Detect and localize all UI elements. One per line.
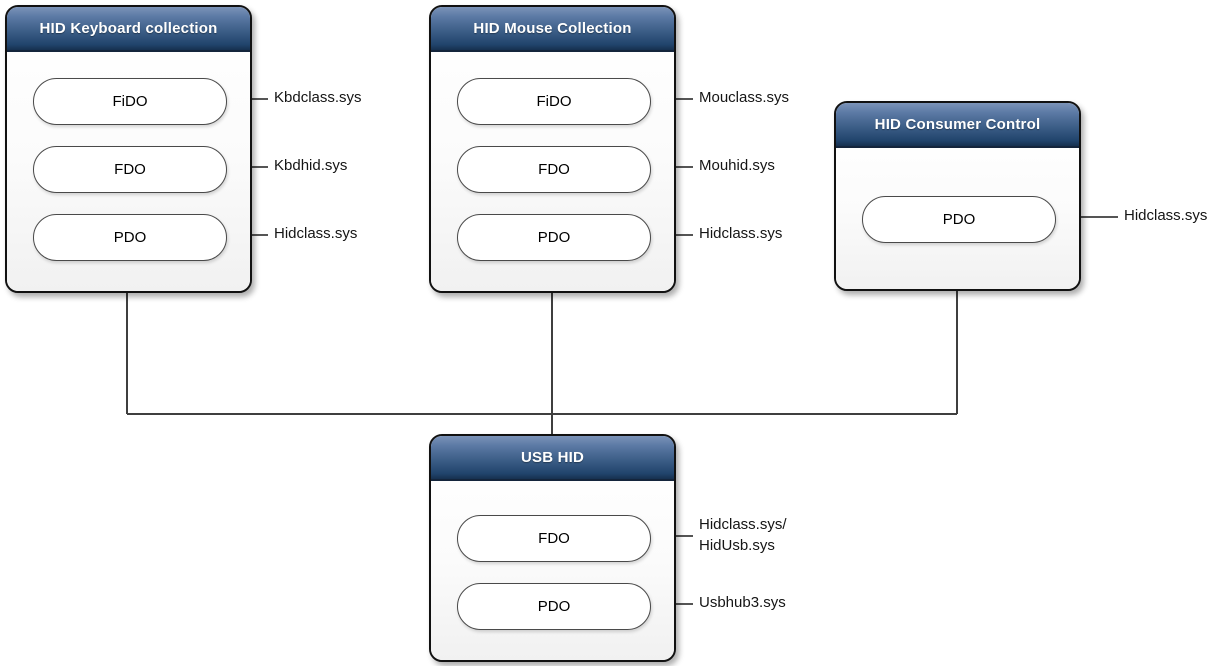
node-title-mouse: HID Mouse Collection [431,7,674,52]
node-title-keyboard: HID Keyboard collection [7,7,250,52]
pill-keyboard-fido[interactable]: FiDO [33,78,227,125]
pill-keyboard-pdo[interactable]: PDO [33,214,227,261]
node-title-usbhid: USB HID [431,436,674,481]
node-usb-hid[interactable]: USB HID FDO PDO [429,434,676,662]
driver-label-keyboard-pdo: Hidclass.sys [274,225,358,242]
pill-mouse-pdo[interactable]: PDO [457,214,651,261]
pill-consumer-pdo[interactable]: PDO [862,196,1056,243]
driver-label-usbhid-fdo: Hidclass.sys/ HidUsb.sys [699,516,787,554]
node-hid-mouse-collection[interactable]: HID Mouse Collection FiDO FDO PDO [429,5,676,293]
node-body-mouse: FiDO FDO PDO [431,52,674,291]
node-title-consumer: HID Consumer Control [836,103,1079,148]
pill-usbhid-fdo[interactable]: FDO [457,515,651,562]
node-body-usbhid: FDO PDO [431,481,674,660]
driver-label-mouse-pdo: Hidclass.sys [699,225,783,242]
driver-label-mouse-fdo: Mouhid.sys [699,157,775,174]
driver-label-consumer-pdo: Hidclass.sys [1124,207,1208,224]
node-hid-keyboard-collection[interactable]: HID Keyboard collection FiDO FDO PDO [5,5,252,293]
node-body-consumer: PDO [836,148,1079,289]
pill-mouse-fdo[interactable]: FDO [457,146,651,193]
pill-mouse-fido[interactable]: FiDO [457,78,651,125]
driver-label-usbhid-pdo: Usbhub3.sys [699,594,786,611]
driver-label-keyboard-fdo: Kbdhid.sys [274,157,348,174]
driver-label-mouse-fido: Mouclass.sys [699,89,790,106]
node-hid-consumer-control[interactable]: HID Consumer Control PDO [834,101,1081,291]
driver-label-keyboard-fido: Kbdclass.sys [274,89,362,106]
pill-keyboard-fdo[interactable]: FDO [33,146,227,193]
node-body-keyboard: FiDO FDO PDO [7,52,250,291]
pill-usbhid-pdo[interactable]: PDO [457,583,651,630]
